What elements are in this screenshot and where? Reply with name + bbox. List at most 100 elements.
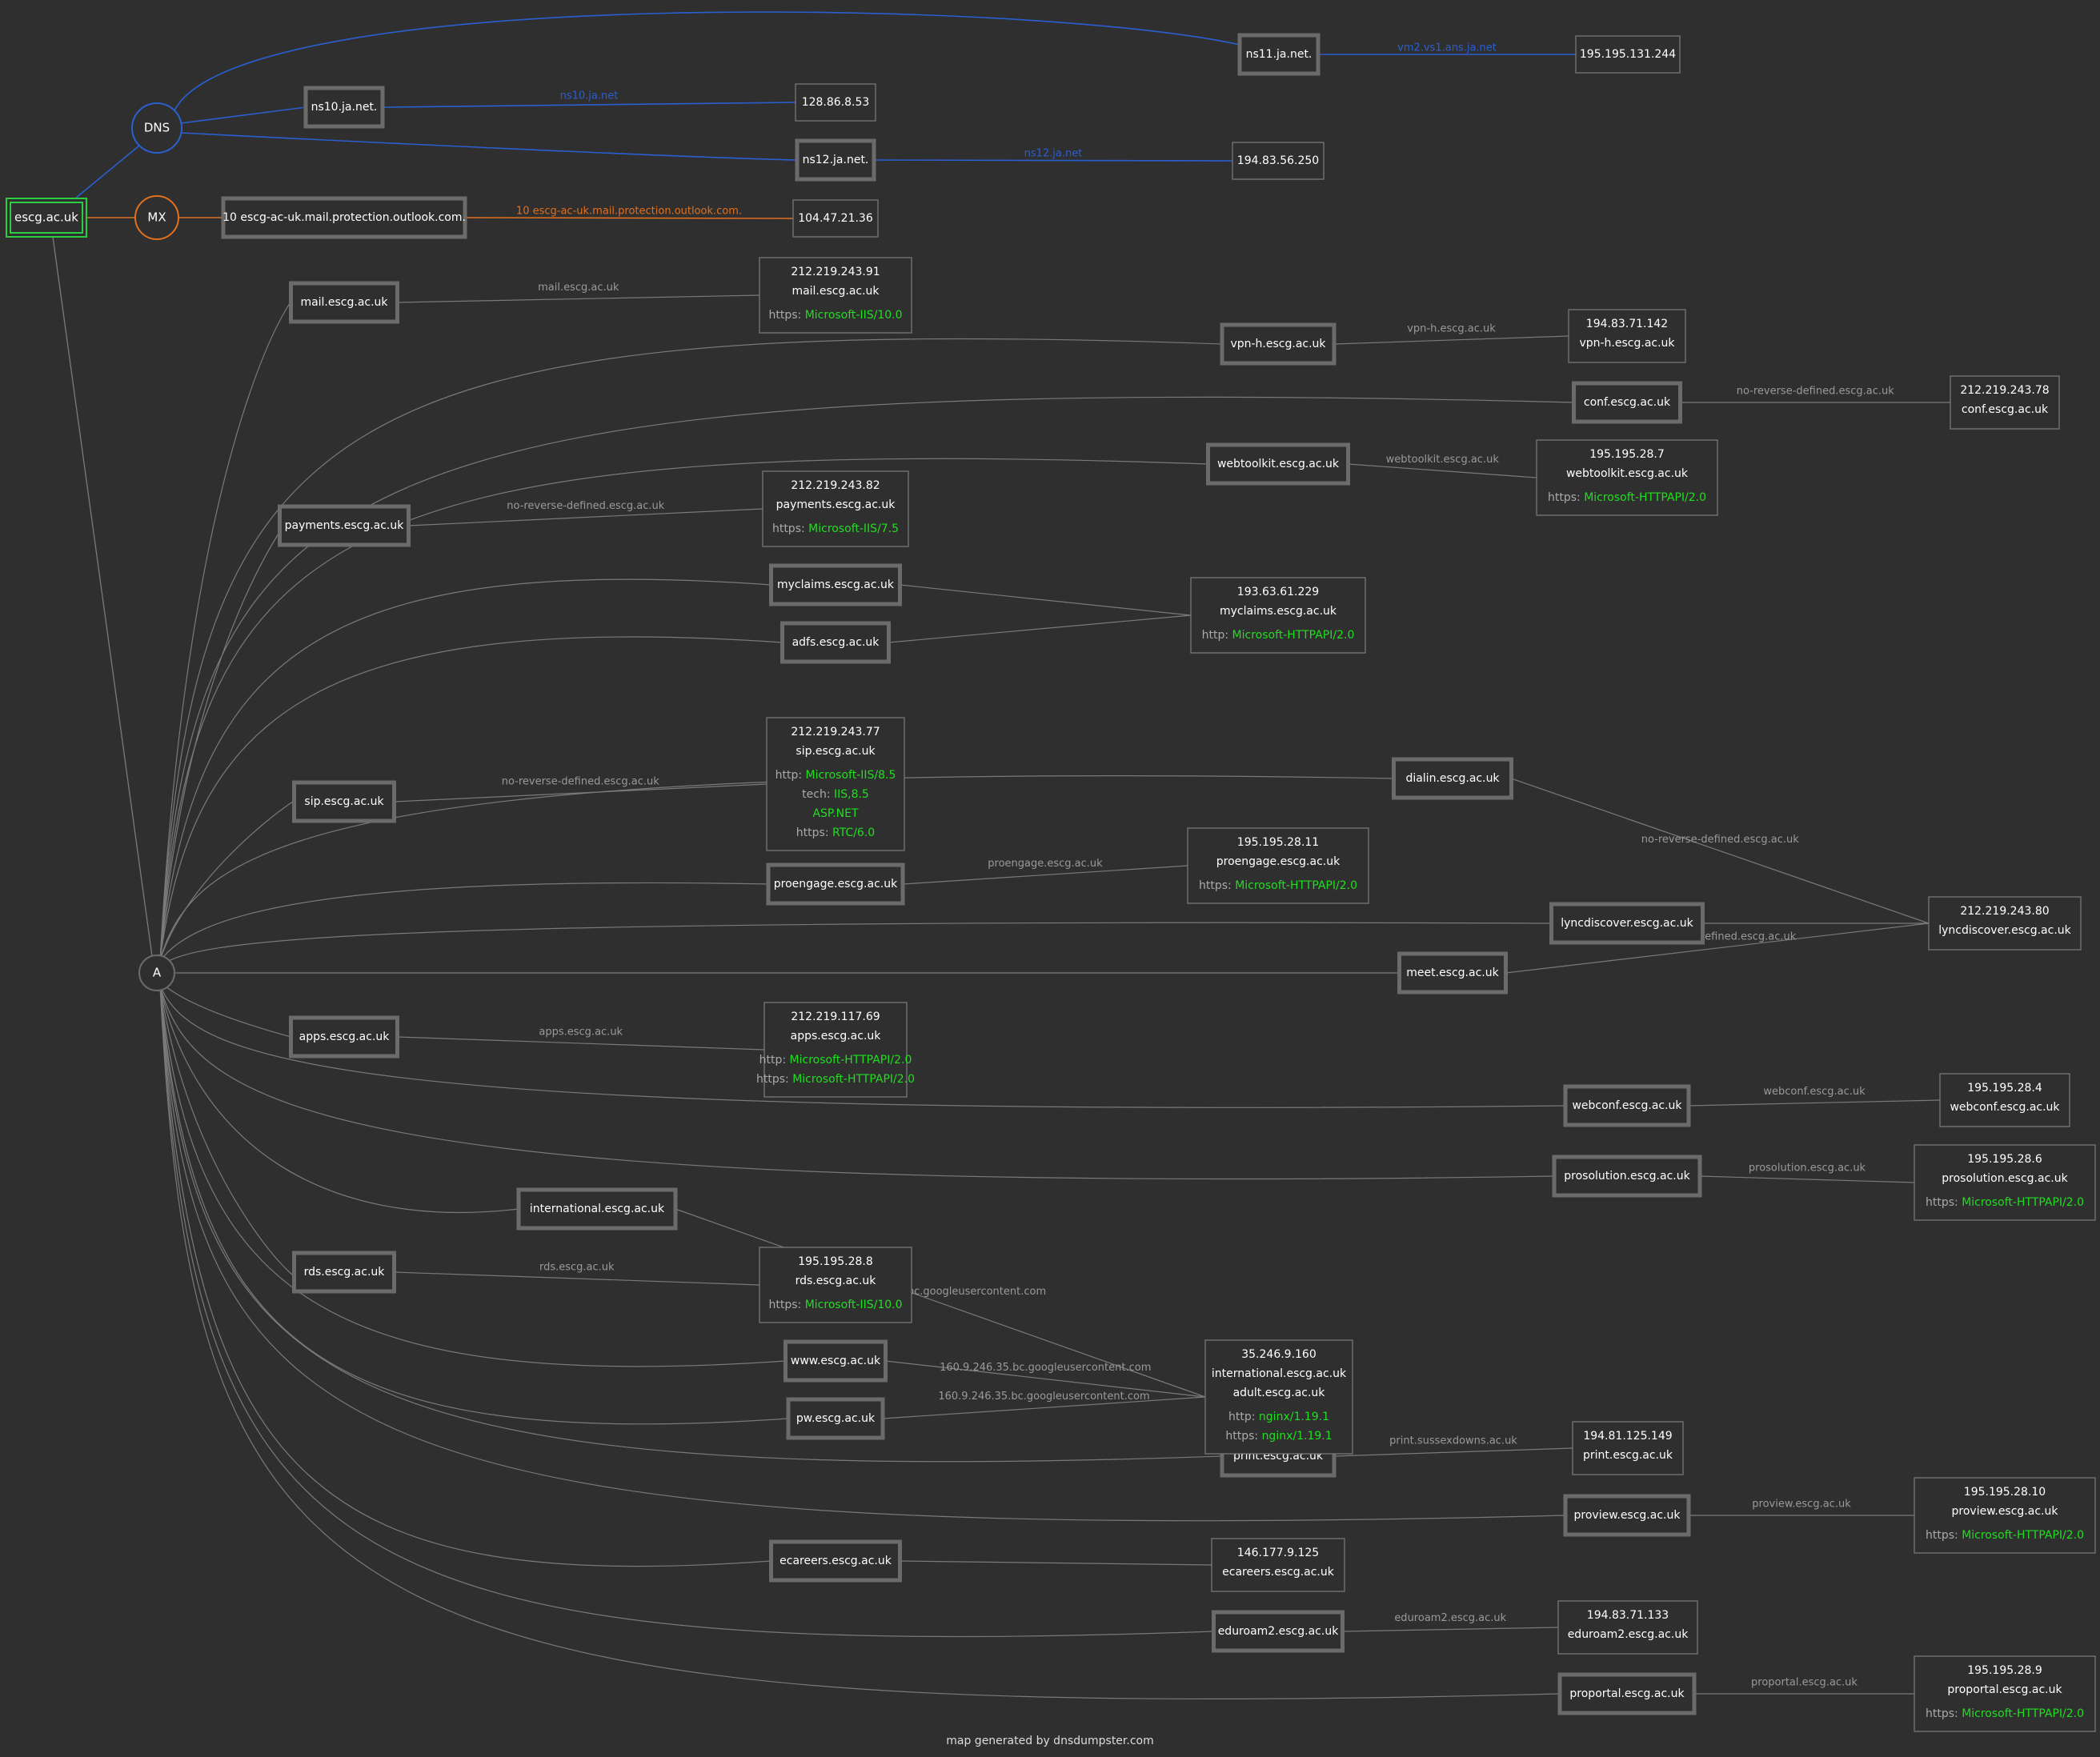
dns-node-ns12[interactable]: ns12.ja.net. (795, 138, 876, 182)
host-myclaims-label: myclaims.escg.ac.uk (777, 578, 895, 591)
ip-line-ip_mail-1: mail.escg.ac.uk (792, 285, 880, 298)
dns-ip-ns11[interactable]: 195.195.131.244 (1575, 35, 1681, 74)
ip-box-ip_proengage[interactable]: 195.195.28.11proengage.escg.ac.ukhttps: … (1187, 827, 1369, 904)
ip-line-ip_vpnh-1: vpn-h.escg.ac.uk (1579, 337, 1675, 350)
ip-box-ip_prosolution[interactable]: 195.195.28.6prosolution.escg.ac.ukhttps:… (1914, 1144, 2096, 1221)
host-prosolution-label: prosolution.escg.ac.uk (1564, 1170, 1690, 1183)
mx-hub-label: MX (147, 210, 166, 225)
edge-label-payments: no-reverse-defined.escg.ac.uk (507, 500, 665, 512)
host-rds-label: rds.escg.ac.uk (304, 1266, 386, 1279)
service-proto: http: (775, 769, 806, 782)
ip-service-ip_myclaims-0: http: Microsoft-HTTPAPI/2.0 (1202, 629, 1355, 642)
host-www[interactable]: www.escg.ac.uk (783, 1339, 888, 1383)
edge-label-www: 160.9.246.35.bc.googleusercontent.com (940, 1362, 1151, 1374)
a-hub-label: A (153, 966, 162, 980)
mx-hub[interactable]: MX (134, 195, 179, 240)
ip-box-ip_proportal-box (1914, 1655, 2096, 1732)
service-proto: https: (796, 826, 832, 839)
ip-box-ip_webtoolkit[interactable]: 195.195.28.7webtoolkit.escg.ac.ukhttps: … (1536, 439, 1718, 516)
host-sip[interactable]: sip.escg.ac.uk (292, 780, 396, 823)
host-webconf[interactable]: webconf.escg.ac.uk (1563, 1084, 1691, 1127)
host-ecareers[interactable]: ecareers.escg.ac.uk (769, 1539, 902, 1583)
host-adfs-label: adfs.escg.ac.uk (792, 636, 880, 649)
edge-label-proportal: proportal.escg.ac.uk (1751, 1677, 1858, 1689)
host-mail[interactable]: mail.escg.ac.uk (289, 281, 399, 324)
ip-box-ip_proengage-box (1187, 827, 1369, 904)
ip-box-ip_webtoolkit-box (1536, 439, 1718, 516)
host-dialin[interactable]: dialin.escg.ac.uk (1392, 757, 1513, 800)
edge-sip-ip_sip (394, 783, 767, 802)
host-dialin-box (1392, 757, 1513, 800)
dns-ip-text-ns12: 194.83.56.250 (1237, 154, 1319, 167)
host-lyncdiscover[interactable]: lyncdiscover.escg.ac.uk (1549, 902, 1705, 945)
edge-print-ip_print (1333, 1447, 1573, 1457)
edge-label-vpnh: vpn-h.escg.ac.uk (1407, 323, 1496, 335)
ip-box-ip_intl-box (1204, 1339, 1353, 1455)
edge-label-proengage: proengage.escg.ac.uk (988, 858, 1103, 870)
host-ecareers-label: ecareers.escg.ac.uk (779, 1555, 892, 1567)
host-conf[interactable]: conf.escg.ac.uk (1572, 381, 1682, 424)
host-rds[interactable]: rds.escg.ac.uk (292, 1251, 396, 1294)
dns-ip-ns10[interactable]: 128.86.8.53 (795, 83, 876, 122)
mx-ip-mx1[interactable]: 104.47.21.36 (792, 199, 879, 238)
ip-box-ip_apps-box (763, 1002, 908, 1098)
ip-service-ip_intl-0: http: nginx/1.19.1 (1228, 1411, 1329, 1423)
host-adfs[interactable]: adfs.escg.ac.uk (780, 621, 891, 664)
service-server: Microsoft-IIS/10.0 (805, 1299, 903, 1311)
ip-line-ip_myclaims-1: myclaims.escg.ac.uk (1220, 605, 1337, 618)
host-myclaims-box (769, 563, 902, 606)
root-node[interactable]: escg.ac.uk (6, 198, 87, 238)
host-pw[interactable]: pw.escg.ac.uk (786, 1397, 885, 1440)
host-prosolution[interactable]: prosolution.escg.ac.uk (1552, 1155, 1702, 1198)
ip-line-ip_ecareers-1: ecareers.escg.ac.uk (1222, 1566, 1335, 1579)
dns-node-ns10[interactable]: ns10.ja.net. (303, 86, 385, 129)
ip-box-ip_webconf-box (1939, 1073, 2070, 1127)
mx-node-mx1[interactable]: 10 escg-ac-uk.mail.protection.outlook.co… (221, 196, 467, 239)
service-server: RTC/6.0 (832, 826, 875, 839)
host-eduroam2[interactable]: eduroam2.escg.ac.uk (1212, 1610, 1345, 1653)
host-proportal[interactable]: proportal.escg.ac.uk (1557, 1672, 1697, 1715)
edge-ecareers-ip_ecareers (900, 1560, 1212, 1566)
host-proengage[interactable]: proengage.escg.ac.uk (766, 862, 905, 906)
dns-hub[interactable]: DNS (131, 102, 182, 154)
ip-box-ip_payments[interactable]: 212.219.243.82payments.escg.ac.ukhttps: … (762, 470, 909, 547)
host-meet[interactable]: meet.escg.ac.uk (1397, 951, 1508, 995)
service-server: Microsoft-HTTPAPI/2.0 (1232, 629, 1355, 642)
host-apps[interactable]: apps.escg.ac.uk (289, 1015, 399, 1059)
service-proto: http: (759, 1054, 790, 1067)
dns-ip-ns12[interactable]: 194.83.56.250 (1232, 142, 1325, 180)
dns-ip-text-ns10: 128.86.8.53 (802, 96, 870, 109)
ip-box-ip_intl[interactable]: 35.246.9.160international.escg.ac.ukadul… (1204, 1339, 1353, 1455)
ip-box-ip_print-box (1572, 1421, 1684, 1475)
edge-label-rds: rds.escg.ac.uk (539, 1262, 615, 1274)
host-payments[interactable]: payments.escg.ac.uk (278, 504, 411, 547)
ip-service-ip_proportal-0: https: Microsoft-HTTPAPI/2.0 (1926, 1707, 2084, 1720)
service-server: nginx/1.19.1 (1259, 1411, 1329, 1423)
host-webtoolkit[interactable]: webtoolkit.escg.ac.uk (1206, 442, 1350, 486)
host-vpnh[interactable]: vpn-h.escg.ac.uk (1220, 322, 1337, 366)
dns-node-ns11[interactable]: ns11.ja.net. (1237, 33, 1321, 76)
edge-a-international (159, 985, 519, 1213)
service-proto: https: (769, 309, 805, 322)
host-proengage-label: proengage.escg.ac.uk (774, 878, 898, 891)
host-international[interactable]: international.escg.ac.uk (516, 1187, 678, 1231)
host-proview[interactable]: proview.escg.ac.uk (1563, 1494, 1691, 1537)
edge-label-sip: no-reverse-defined.escg.ac.uk (502, 776, 660, 788)
host-myclaims[interactable]: myclaims.escg.ac.uk (769, 563, 902, 606)
a-hub[interactable]: A (138, 955, 175, 991)
